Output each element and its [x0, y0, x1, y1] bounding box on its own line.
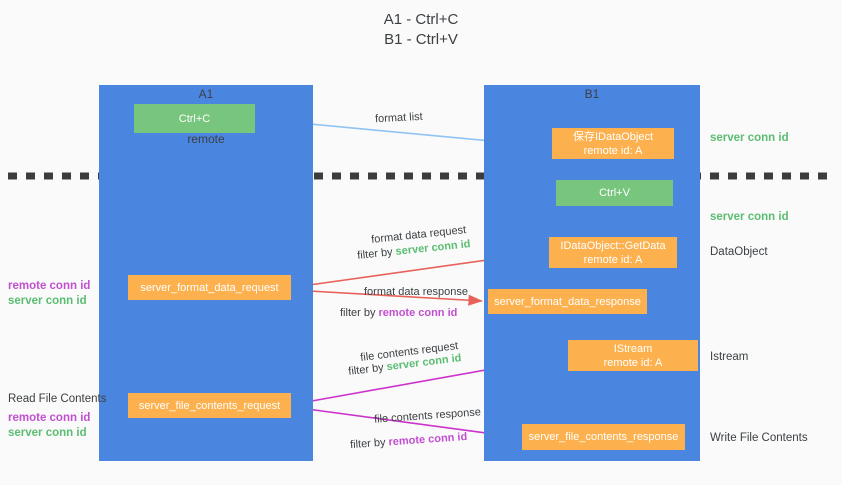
- label-conn-id-pair-bottom: remote conn id server conn id: [8, 411, 90, 441]
- label-server-conn-id-2: server conn id: [8, 427, 87, 439]
- box-save-idataobject-line1: 保存IDataObject: [572, 130, 654, 143]
- label-write-file-contents: Write File Contents: [710, 432, 808, 444]
- box-save-idataobject[interactable]: 保存IDataObject remote id: A: [552, 128, 674, 159]
- label-conn-id-pair-top: remote conn id server conn id: [8, 279, 90, 309]
- column-a1-subtitle: remote: [187, 132, 225, 146]
- box-getdata-line2: remote id: A: [583, 253, 643, 266]
- label-remote-conn-id-1: remote conn id: [8, 280, 91, 292]
- box-server-format-data-response[interactable]: server_format_data_response: [488, 289, 647, 314]
- box-ctrl-c-label: Ctrl+C: [178, 112, 211, 125]
- box-server-format-data-request[interactable]: server_format_data_request: [128, 275, 291, 300]
- box-istream[interactable]: IStream remote id: A: [568, 340, 698, 371]
- label-filter-by-remote-conn-id-1: filter by remote conn id: [340, 306, 457, 320]
- column-a1-name: A1: [198, 87, 214, 101]
- filter-remote-conn-id-1: remote conn id: [378, 307, 458, 319]
- column-b1-name: B1: [584, 87, 600, 101]
- filter-by-text-2: filter by: [340, 307, 379, 319]
- label-remote-conn-id-2: remote conn id: [8, 412, 91, 424]
- label-format-list: format list: [374, 110, 423, 126]
- box-server-format-data-request-label: server_format_data_request: [140, 281, 279, 294]
- arrow-file-contents-response: [291, 406, 517, 441]
- box-istream-line1: IStream: [613, 342, 653, 355]
- label-server-conn-id-top: server conn id: [710, 132, 789, 144]
- page-title: A1 - Ctrl+C B1 - Ctrl+V: [383, 11, 459, 48]
- box-server-file-contents-response-label: server_file_contents_response: [528, 431, 679, 443]
- label-format-data-response: format data response: [364, 286, 468, 298]
- box-ctrl-v-label: Ctrl+V: [599, 187, 630, 199]
- label-istream: Istream: [710, 351, 749, 363]
- filter-by-text-4: filter by: [349, 436, 389, 452]
- label-server-conn-id-mid: server conn id: [710, 211, 789, 223]
- column-header-a1: A1 remote: [99, 57, 313, 162]
- box-save-idataobject-line2: remote id: A: [583, 144, 643, 157]
- box-server-format-data-response-label: server_format_data_response: [494, 295, 641, 308]
- label-server-conn-id-1: server conn id: [8, 295, 87, 307]
- box-getdata-line1: IDataObject::GetData: [560, 239, 666, 252]
- box-server-file-contents-response[interactable]: server_file_contents_response: [522, 424, 685, 450]
- box-ctrl-v[interactable]: Ctrl+V: [556, 180, 673, 206]
- label-read-file-contents: Read File Contents: [8, 393, 107, 405]
- box-server-file-contents-request-label: server_file_contents_request: [138, 399, 281, 412]
- arrow-format-data-response: [291, 289, 483, 306]
- box-ctrl-c[interactable]: Ctrl+C: [134, 104, 255, 133]
- box-idataobject-getdata[interactable]: IDataObject::GetData remote id: A: [549, 237, 677, 268]
- box-server-file-contents-request[interactable]: server_file_contents_request: [128, 393, 291, 418]
- box-istream-line2: remote id: A: [603, 356, 663, 369]
- label-dataobject: DataObject: [710, 246, 768, 258]
